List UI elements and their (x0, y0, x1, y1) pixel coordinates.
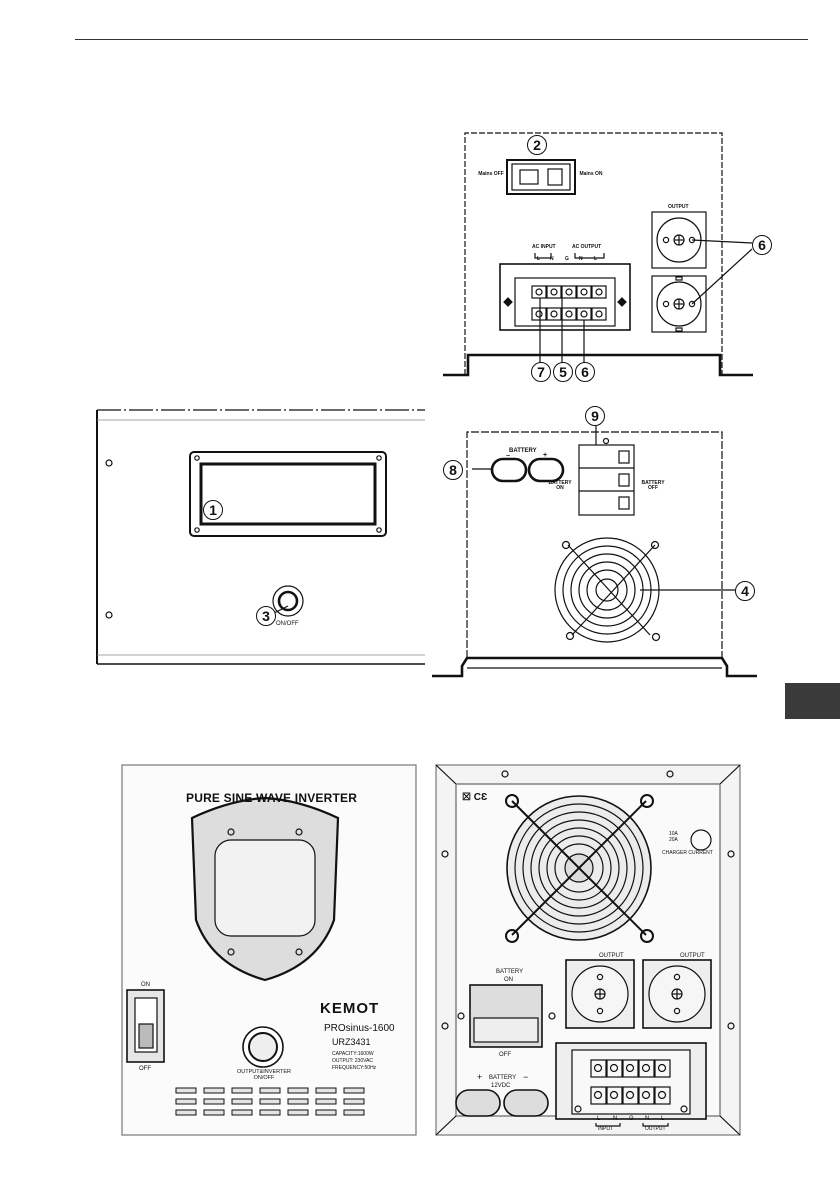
charger-20a: 20A (669, 837, 678, 843)
vent-slot (175, 1098, 197, 1105)
model-label: PROsinus-1600 (324, 1023, 395, 1034)
ce-mark: ☒ CƐ (462, 792, 488, 803)
vent-slot (343, 1098, 365, 1105)
vent-slot (175, 1087, 197, 1094)
vent-slot (315, 1109, 337, 1116)
rear-battery-on-1: BATTERY (496, 969, 524, 975)
battery-label: BATTERY (509, 448, 537, 454)
vent-slot (287, 1098, 309, 1105)
vent-slot (315, 1087, 337, 1094)
battery-plus: + (543, 452, 548, 459)
on-off-label: ON/OFF (276, 621, 299, 627)
callout-3: 3 (256, 606, 276, 626)
vent-slot (231, 1098, 253, 1105)
battery-on-label: BATTERY ON (548, 480, 572, 491)
front-vents (175, 1087, 365, 1116)
photo-front-title: PURE SINE WAVE INVERTER (186, 791, 358, 805)
terminal-g: G (565, 256, 569, 262)
callout-6a: 6 (752, 235, 772, 255)
code-label: URZ3431 (332, 1037, 371, 1047)
vent-slot (343, 1087, 365, 1094)
vent-slot (259, 1087, 281, 1094)
vent-slot (203, 1087, 225, 1094)
callout-8: 8 (443, 460, 463, 480)
rear-battery-dc-1: BATTERY (489, 1075, 517, 1081)
rear-output-right: OUTPUT (680, 953, 705, 959)
rear-term-g: G (629, 1116, 634, 1122)
rear-minus: − (523, 1072, 529, 1082)
rear-term-n2: N (645, 1116, 650, 1122)
output-voltage-label: OUTPUT: 230VAC (332, 1058, 374, 1064)
ac-output-label: AC OUTPUT (572, 244, 602, 250)
output-label-top: OUTPUT (668, 204, 689, 210)
ac-input-label: AC INPUT (532, 244, 556, 250)
vent-slot (231, 1109, 253, 1116)
rear-off: OFF (499, 1052, 511, 1058)
charger-current: CHARGER CURRENT (662, 850, 713, 856)
callout-1: 1 (203, 500, 223, 520)
vent-slot (203, 1109, 225, 1116)
vent-slot (343, 1109, 365, 1116)
brand-logo: KEMOT (320, 1000, 380, 1017)
callout-6b: 6 (575, 362, 595, 382)
rear-output-terminal-label: OUTPUT (645, 1126, 666, 1132)
callout-7: 7 (531, 362, 551, 382)
vent-slot (231, 1087, 253, 1094)
section-tab (785, 683, 840, 719)
rear-battery-dc-2: 12VDC (491, 1083, 511, 1089)
battery-minus: − (506, 453, 511, 460)
photo-switch-on: ON (141, 982, 150, 988)
callout-4: 4 (735, 581, 755, 601)
capacity-label: CAPACITY:1600W (332, 1051, 374, 1057)
charger-10a: 10A (669, 831, 678, 837)
rear-output-left: OUTPUT (599, 953, 624, 959)
rear-input-label: INPUT (598, 1126, 613, 1132)
callout-9: 9 (585, 406, 605, 426)
front-panel-drawing (96, 409, 425, 665)
callout-2: 2 (527, 135, 547, 155)
rear-term-l2: L (661, 1116, 665, 1122)
rear-term-n1: N (613, 1116, 618, 1122)
rear-term-l1: L (597, 1116, 601, 1122)
rear-battery-on-2: ON (504, 977, 513, 983)
vent-slot (203, 1098, 225, 1105)
mains-off-label: Mains OFF (478, 171, 504, 177)
vent-slot (259, 1098, 281, 1105)
header-rule (75, 39, 808, 40)
terminal-l2: L (594, 256, 598, 262)
mains-on-label: Mains ON (579, 171, 603, 177)
vent-slot (287, 1087, 309, 1094)
rear-panel-drawing (432, 426, 757, 678)
frequency-label: FREQUENCY:50Hz (332, 1065, 377, 1071)
terminal-l1: L (537, 256, 541, 262)
photo-front-drawing (121, 764, 417, 1136)
terminal-n2: N (579, 256, 583, 262)
photo-rear-drawing (435, 764, 741, 1136)
battery-off-label: BATTERY OFF (641, 480, 665, 491)
vent-slot (315, 1098, 337, 1105)
vent-slot (175, 1109, 197, 1116)
callout-5: 5 (553, 362, 573, 382)
photo-switch-off: OFF (139, 1066, 151, 1072)
vent-slot (259, 1109, 281, 1116)
top-panel-drawing (443, 132, 753, 377)
photo-button-label: OUTPUT&INVERTER ON/OFF (237, 1069, 291, 1081)
rear-plus: + (477, 1072, 483, 1082)
vent-slot (287, 1109, 309, 1116)
terminal-n1: N (550, 256, 554, 262)
